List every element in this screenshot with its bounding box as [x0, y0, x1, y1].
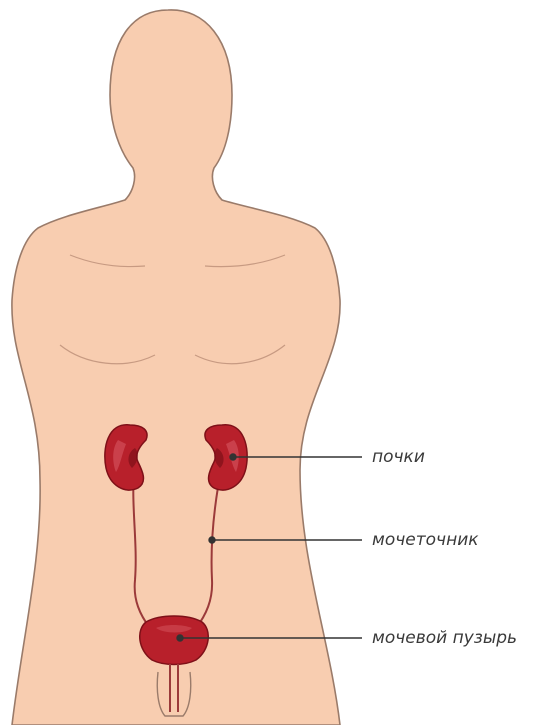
leader-dot-bladder [177, 635, 183, 641]
leader-dot-ureter [209, 537, 215, 543]
label-ureter: мочеточник [372, 530, 479, 550]
bladder [140, 616, 209, 665]
label-bladder: мочевой пузырь [372, 628, 517, 648]
label-kidneys: почки [372, 447, 425, 467]
leader-dot-kidneys [230, 454, 236, 460]
